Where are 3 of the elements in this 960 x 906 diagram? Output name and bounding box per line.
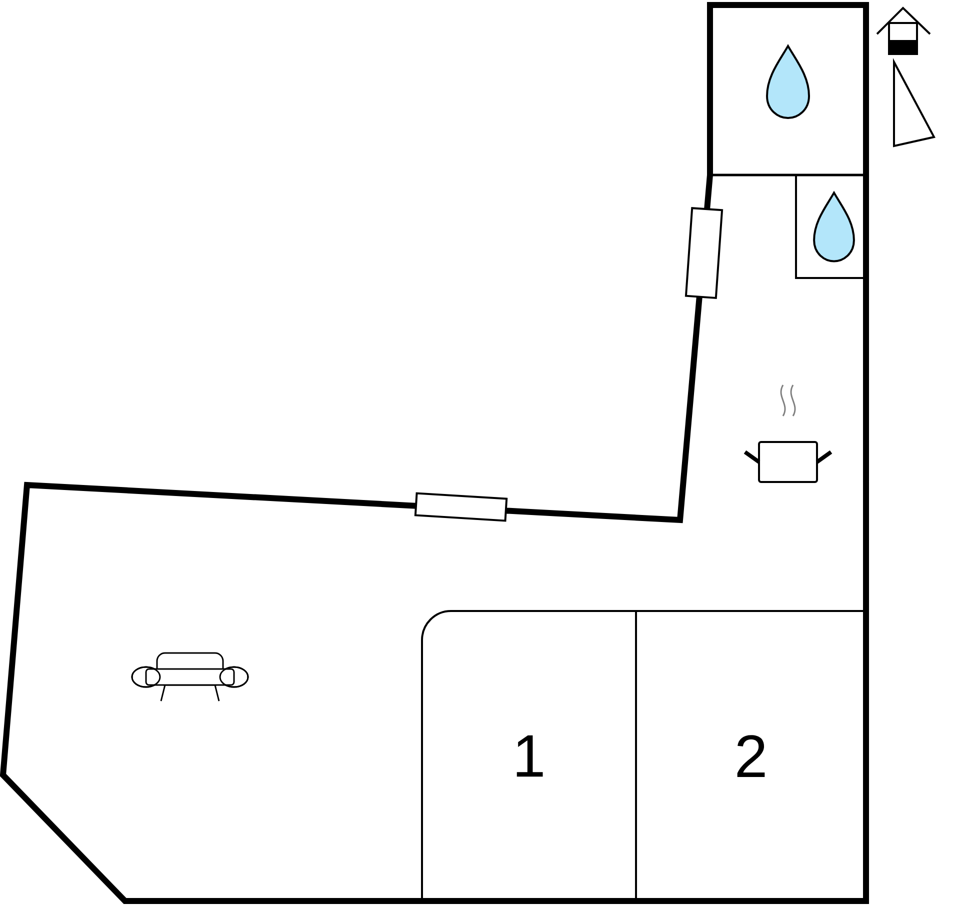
window (414, 492, 508, 522)
room: 1 (516, 735, 543, 777)
room: 2 (737, 735, 765, 777)
